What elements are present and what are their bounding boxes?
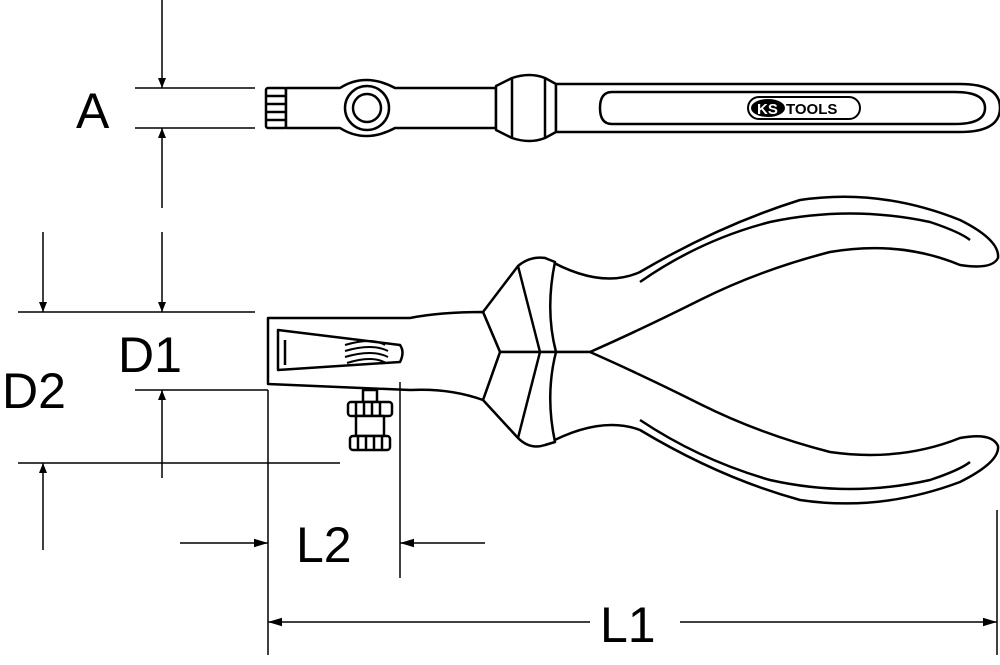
- dim-label-l1: L1: [600, 597, 656, 653]
- dim-label-a: A: [76, 83, 110, 139]
- dim-label-d1: D1: [118, 327, 182, 383]
- ks-tools-logo: KS TOOLS: [747, 96, 861, 120]
- dimension-lines: [18, 0, 998, 655]
- logo-tools-text: TOOLS: [786, 101, 837, 118]
- pliers-side-view: [264, 73, 1000, 143]
- dim-label-d2: D2: [2, 363, 66, 419]
- logo-ks-text: KS: [757, 101, 778, 118]
- pliers-plan-view: [266, 195, 1000, 505]
- dim-label-l2: L2: [296, 517, 352, 573]
